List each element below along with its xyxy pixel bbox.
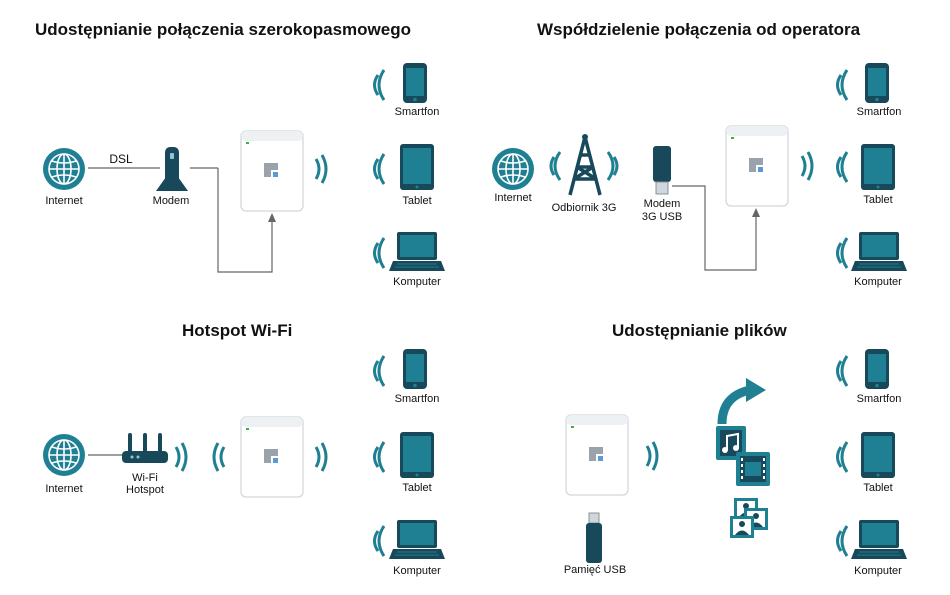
tower-label: Odbiornik 3G [551, 202, 617, 214]
laptop-label: Komputer [854, 565, 902, 577]
tablet-label: Tablet [402, 482, 432, 494]
laptop-icon [851, 520, 907, 559]
tablet-icon [400, 144, 434, 190]
router-icon [122, 433, 168, 463]
laptop-icon [389, 232, 445, 271]
globe-icon [492, 148, 534, 190]
range-extender-icon [240, 416, 304, 498]
wifi-wave-icon [800, 151, 814, 181]
laptop-icon [389, 520, 445, 559]
laptop-label: Komputer [393, 276, 441, 288]
wifi-wave-icon [645, 441, 659, 471]
tablet-label: Tablet [402, 195, 432, 207]
tablet-label: Tablet [863, 482, 893, 494]
range-extender-icon [725, 125, 789, 207]
usb-stick-label: Pamięć USB [563, 564, 627, 576]
hotspot-label-line1: Wi-Fi [132, 472, 158, 484]
laptop-label: Komputer [854, 276, 902, 288]
laptop-icon [851, 232, 907, 271]
wifi-wave-icon [373, 69, 386, 101]
usb-modem-label-line2: 3G USB [641, 211, 683, 223]
dsl-label: DSL [109, 152, 133, 166]
wifi-wave-icon [836, 69, 849, 101]
wifi-wave-icon [836, 237, 849, 269]
tablet-label: Tablet [863, 194, 893, 206]
wifi-wave-icon [314, 442, 328, 472]
smartphone-icon [865, 63, 889, 103]
internet-label: Internet [494, 192, 532, 204]
globe-icon [43, 434, 85, 476]
wifi-wave-icon [549, 151, 562, 181]
smartphone-icon [403, 63, 427, 103]
modem-label: Modem [152, 195, 190, 207]
usb-modem-icon [653, 146, 671, 195]
title-wifi-hotspot: Hotspot Wi-Fi [182, 321, 293, 340]
wifi-wave-icon [606, 151, 619, 181]
smartphone-label: Smartfon [394, 106, 440, 118]
usb-modem-label-line1: Modem [643, 198, 681, 210]
title-broadband-sharing: Udostępnianie połączenia szerokopasmoweg… [35, 20, 411, 39]
wifi-wave-icon [836, 441, 849, 473]
smartphone-icon [865, 349, 889, 389]
tablet-icon [861, 144, 895, 190]
wifi-wave-icon [314, 154, 328, 184]
wifi-wave-icon [836, 525, 849, 557]
hotspot-label-line2: Hotspot [126, 484, 164, 496]
internet-label: Internet [45, 483, 83, 495]
title-file-sharing: Udostępnianie plików [612, 321, 787, 340]
wifi-wave-icon [373, 355, 386, 387]
wifi-wave-icon [836, 355, 849, 387]
range-extender-icon [565, 414, 629, 496]
wifi-wave-icon [836, 151, 849, 183]
usb-stick-icon [586, 512, 602, 563]
wifi-wave-icon [373, 237, 386, 269]
title-operator-sharing: Współdzielenie połączenia od operatora [537, 20, 861, 39]
laptop-label: Komputer [393, 565, 441, 577]
tablet-icon [400, 432, 434, 478]
smartphone-label: Smartfon [856, 393, 902, 405]
smartphone-label: Smartfon [394, 393, 440, 405]
wifi-wave-icon [373, 153, 386, 185]
tablet-icon [861, 432, 895, 478]
wifi-wave-icon [174, 442, 188, 472]
cell-tower-icon [568, 134, 602, 196]
range-extender-icon [240, 130, 304, 212]
internet-label: Internet [45, 195, 83, 207]
smartphone-label: Smartfon [856, 106, 902, 118]
wifi-wave-icon [373, 441, 386, 473]
media-files-icon [716, 378, 770, 538]
wifi-wave-icon [373, 525, 386, 557]
wifi-wave-icon [212, 442, 226, 472]
modem-icon [156, 147, 188, 191]
globe-icon [43, 148, 85, 190]
smartphone-icon [403, 349, 427, 389]
